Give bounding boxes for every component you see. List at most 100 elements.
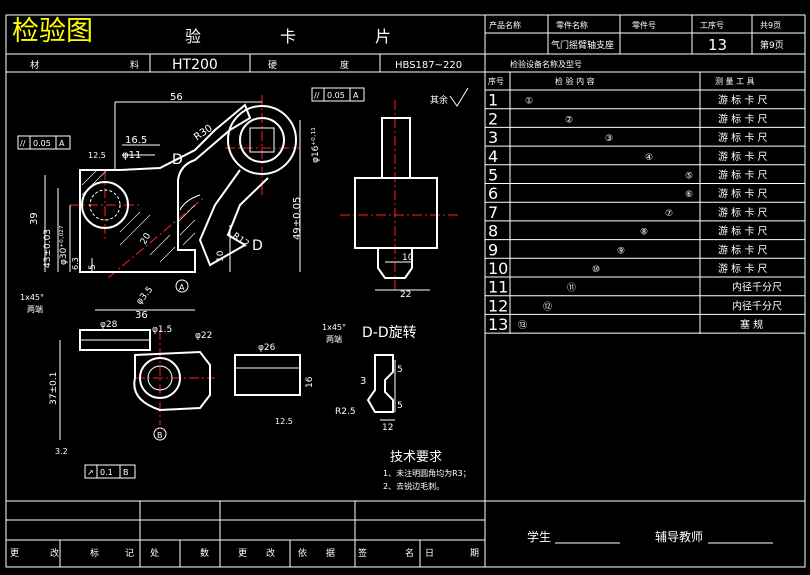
tol-sym: ↗ [87, 468, 94, 477]
equipment-label: 检验设备名称及型号 [510, 59, 582, 69]
row-number: 9 [488, 240, 498, 259]
title-char-1: 验 [185, 27, 201, 46]
row-mark: ③ [605, 134, 613, 144]
row-mark: ② [565, 115, 573, 125]
section-d-top: D [172, 152, 183, 168]
footer-label: 据 [326, 547, 335, 559]
section-dd-label: D-D旋转 [362, 325, 417, 341]
row-number: 8 [488, 222, 498, 241]
row-tool: 塞 规 [740, 318, 763, 331]
row-tool: 游 标 卡 尺 [718, 206, 768, 219]
tol-ref: A [353, 91, 359, 100]
dim-phi22: φ22 [195, 331, 212, 341]
student-label: 学生 [527, 529, 551, 544]
tech-requirements: 技术要求 1、未注明圆角均为R3； 2、去锐边毛刺。 [383, 450, 471, 491]
hardness-label-1: 硬 [268, 60, 277, 71]
col-process-no: 工序号 [700, 20, 724, 30]
tol-val: 0.05 [33, 139, 51, 148]
row-mark: ⑪ [567, 283, 576, 294]
dim-16: 16 [305, 376, 315, 388]
dim-10-side: 10 [402, 253, 414, 263]
sheet-border [5, 14, 806, 568]
dim-phi3-5: φ3.5 [135, 285, 156, 307]
row-number: 11 [488, 278, 508, 297]
row-tool: 游 标 卡 尺 [718, 112, 768, 125]
side-view: 22 10 [340, 100, 460, 300]
row-mark: ① [525, 97, 533, 107]
row-mark: ⑬ [518, 320, 527, 331]
both-ends-1: 两端 [27, 304, 43, 314]
tol-val: 0.1 [100, 468, 113, 477]
other-surfaces-note: 其余 [430, 94, 448, 106]
dim-3: 3 [360, 376, 366, 387]
tol-ref: A [59, 139, 65, 148]
tol-sym: // [314, 91, 320, 100]
tol-sym: // [20, 139, 26, 148]
row-tool: 游 标 卡 尺 [718, 243, 768, 256]
tol-ref: B [123, 468, 129, 477]
part-name-value: 气门摇臂轴支座 [551, 39, 614, 51]
footer: 更 改 标 记 处 数 更 改 依 据 签 名 日 期 学生 辅导教师 [6, 500, 805, 567]
roughness-12-5: 12.5 [88, 151, 106, 160]
roughness-3-2: 3.2 [55, 447, 68, 456]
roughness-6-3: 6.3 [71, 257, 80, 270]
title-char-2: 卡 [280, 27, 296, 46]
row-number: 3 [488, 128, 498, 147]
tol-val: 0.05 [327, 91, 345, 100]
footer-label: 签 [358, 547, 367, 559]
chamfer-note-1: 1x45° [20, 293, 44, 302]
footer-label: 更 [10, 548, 19, 559]
row-mark: ⑦ [665, 209, 673, 219]
footer-label: 期 [470, 548, 479, 559]
dim-10: 10 [216, 250, 226, 262]
dim-5-dd-bottom: 5 [397, 401, 403, 411]
col-tool: 测 量 工 具 [715, 77, 755, 86]
dim-39: 39 [29, 212, 40, 225]
row-tool: 游 标 卡 尺 [718, 225, 768, 238]
material-label-1: 材 [30, 59, 39, 71]
main-view: 56 16.5 φ11 R30 φ16⁺⁰·¹¹ 39 φ30⁺⁰·⁰²⁷ 49… [17, 87, 469, 321]
dim-phi1-5: φ1.5 [152, 325, 172, 335]
material-label-2: 料 [130, 59, 139, 71]
row-number: 12 [488, 296, 508, 315]
footer-label: 处 [150, 547, 159, 559]
footer-label: 记 [125, 548, 134, 559]
row-number: 4 [488, 147, 498, 166]
row-tool: 游 标 卡 尺 [718, 150, 768, 163]
dim-r2-5: R2.5 [335, 407, 356, 417]
tolerance-frame-3: ↗ 0.1 B [84, 464, 136, 479]
footer-label: 日 [425, 548, 434, 559]
row-mark: ⑨ [617, 246, 625, 256]
row-tool: 内径千分尺 [732, 299, 782, 312]
row-tool: 游 标 卡 尺 [718, 187, 768, 200]
dim-49: 49±0.05 [292, 197, 303, 240]
row-tool: 游 标 卡 尺 [718, 169, 768, 182]
row-tool: 游 标 卡 尺 [718, 94, 768, 107]
row-mark: ⑤ [685, 172, 693, 182]
row-number: 6 [488, 184, 498, 203]
advisor-label: 辅导教师 [655, 529, 703, 544]
footer-label: 数 [200, 547, 209, 559]
title-char-3: 片 [375, 27, 391, 46]
footer-label: 标 [90, 547, 99, 559]
both-ends-2: 两端 [326, 334, 342, 344]
dim-phi11: φ11 [122, 150, 141, 161]
roughness-12-5-b: 12.5 [275, 417, 293, 426]
material-value: HT200 [172, 57, 218, 73]
dim-5: 5 [88, 264, 98, 270]
process-no-value: 13 [708, 36, 727, 54]
row-number: 10 [488, 259, 508, 278]
dim-phi16: φ16⁺⁰·¹¹ [311, 127, 321, 163]
tech-item-1: 1、未注明圆角均为R3； [383, 468, 471, 478]
row-mark: ⑥ [685, 190, 693, 200]
hardness-value: HBS187~220 [395, 60, 462, 71]
tech-item-2: 2、去锐边毛刺。 [383, 481, 444, 491]
dim-22: 22 [400, 290, 411, 300]
datum-b: B [157, 431, 163, 440]
row-mark: ⑫ [543, 301, 552, 312]
col-product: 产品名称 [489, 20, 521, 30]
dim-phi28: φ28 [100, 320, 118, 330]
dim-12-dd: 12 [382, 423, 393, 433]
row-mark: ⑩ [592, 265, 600, 275]
dim-37: 37±0.1 [49, 372, 59, 405]
